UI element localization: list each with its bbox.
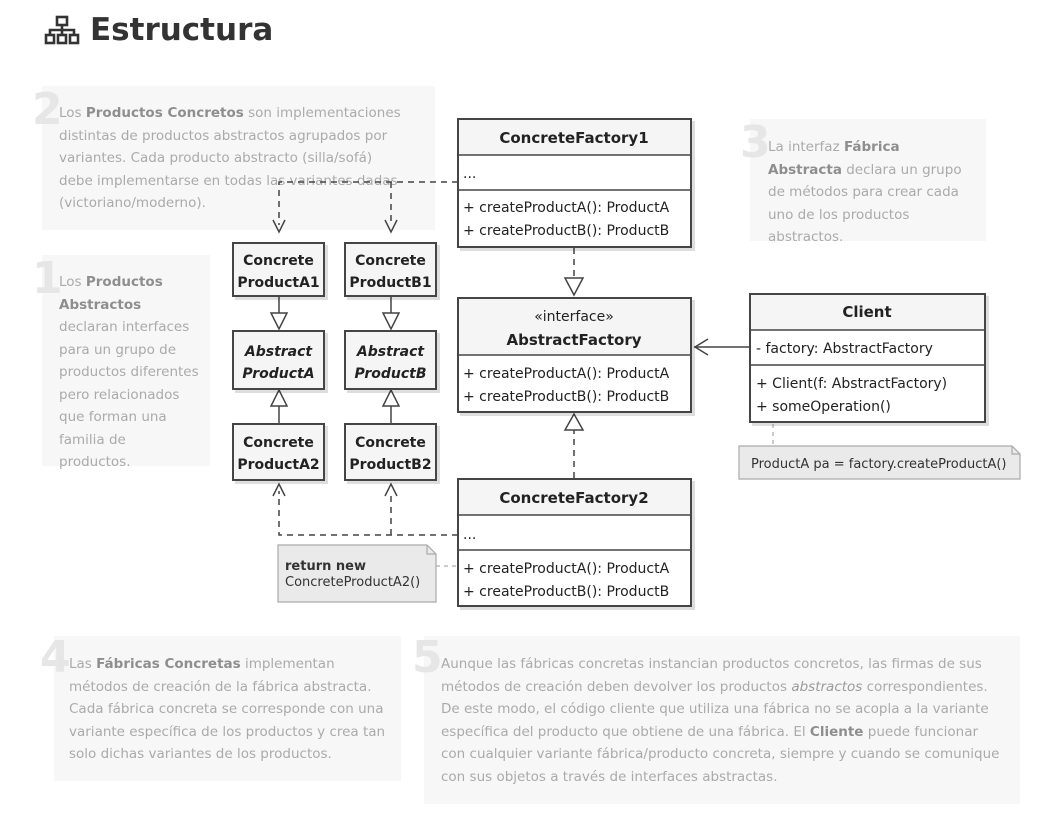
- class-name-line: ProductA2: [237, 457, 319, 473]
- class-name-line: ProductA1: [237, 275, 319, 291]
- class-field: ...: [463, 527, 476, 543]
- class-name-line: Concrete: [243, 253, 314, 269]
- dependency-arrowhead: [384, 219, 398, 234]
- class-name-line: Concrete: [243, 435, 314, 451]
- class-concrete-product-b2[interactable]: Concrete ProductB2: [344, 423, 437, 481]
- note-number: 2: [32, 84, 63, 135]
- dependency-line: [278, 491, 458, 536]
- inheritance-arrowhead: [269, 312, 289, 331]
- note-text-run: Los: [59, 105, 86, 121]
- note-text-run: La interfaz: [768, 139, 844, 155]
- dependency-arrowhead: [272, 219, 286, 234]
- class-method: + createProductA(): ProductA: [463, 561, 670, 577]
- note-text: Aunque las fábricas concretas instancian…: [441, 653, 1001, 788]
- realization-arrowhead: [563, 277, 585, 297]
- dependency-arrowhead: [384, 482, 398, 497]
- inheritance-arrowhead: [269, 388, 289, 407]
- page-title-text: Estructura: [90, 12, 274, 48]
- class-method: + someOperation(): [756, 399, 891, 415]
- note-number: 5: [412, 632, 443, 683]
- note-text-run: Fábrica Abstracta: [768, 139, 900, 178]
- class-concrete-product-b1[interactable]: Concrete ProductB1: [344, 242, 437, 297]
- note-text-run: Productos Abstractos: [59, 274, 163, 313]
- class-name: Client: [842, 303, 891, 321]
- class-abstract-product-a[interactable]: Abstract ProductA: [232, 330, 325, 390]
- note-number: 3: [740, 117, 771, 168]
- class-concrete-product-a1[interactable]: Concrete ProductA1: [232, 242, 325, 297]
- class-name-line: ProductA: [242, 366, 314, 382]
- note-text: Las Fábricas Concretas implementan métod…: [69, 653, 391, 766]
- class-field: ...: [463, 166, 476, 182]
- note-text-run: Las: [69, 656, 97, 672]
- class-name-line: ProductB: [354, 366, 426, 382]
- class-name: ConcreteFactory1: [499, 129, 648, 147]
- note-text-run: correspondientes. De este modo, el códig…: [441, 678, 989, 740]
- note-text-run: Fábricas Concretas: [96, 656, 241, 672]
- note-text-run: puede funcionar con cualquier variante f…: [441, 723, 1000, 785]
- class-name-line: Abstract: [356, 344, 426, 360]
- note-text-run: implementan métodos de creación de la fá…: [69, 656, 386, 762]
- note-text-run: Los: [59, 274, 86, 290]
- note-text-run: abstractos: [791, 678, 863, 695]
- class-method: + createProductB(): ProductB: [463, 389, 669, 405]
- class-name: ConcreteFactory2: [499, 489, 648, 507]
- dependency-line: [278, 181, 458, 225]
- class-name-line: ProductB2: [349, 457, 431, 473]
- class-field: - factory: AbstractFactory: [756, 341, 933, 357]
- code-note-client: ProductA pa = factory.createProductA(): [738, 445, 1021, 480]
- class-abstract-product-b[interactable]: Abstract ProductB: [344, 330, 437, 390]
- note-abstract-products: 1 Los Productos Abstractos declaran inte…: [32, 255, 210, 470]
- class-method: + Client(f: AbstractFactory): [756, 376, 947, 392]
- note-text: Los Productos Abstractos declaran interf…: [59, 271, 199, 474]
- class-abstract-factory[interactable]: «interface» AbstractFactory + createProd…: [457, 297, 692, 413]
- note-text: Los Productos Concretos son implementaci…: [59, 102, 409, 215]
- class-client[interactable]: Client - factory: AbstractFactory + Clie…: [749, 293, 986, 423]
- note-number: 1: [32, 253, 63, 304]
- code-note-factory2: return new ConcreteProductA2(): [277, 544, 437, 603]
- note-text-run: declaran interfaces para un grupo de pro…: [59, 319, 199, 470]
- note-text: La interfaz Fábrica Abstracta declara un…: [768, 136, 968, 249]
- note-concrete-factories: 4 Las Fábricas Concretas implementan mét…: [40, 636, 401, 781]
- class-method: + createProductA(): ProductA: [463, 366, 670, 382]
- sitemap-icon: [44, 15, 80, 45]
- note-text-run: son implementaciones distintas de produc…: [59, 105, 401, 211]
- inheritance-arrowhead: [381, 312, 401, 331]
- class-name-line: Abstract: [244, 344, 314, 360]
- realization-arrowhead: [563, 412, 585, 431]
- code-note-text: ProductA pa = factory.createProductA(): [751, 457, 1006, 472]
- note-text-run: Productos Concretos: [85, 105, 244, 121]
- class-stereotype: «interface»: [534, 309, 614, 325]
- association-arrowhead: [693, 338, 709, 356]
- class-name-line: Concrete: [355, 253, 426, 269]
- class-name-line: Concrete: [355, 435, 426, 451]
- class-method: + createProductB(): ProductB: [463, 584, 669, 600]
- class-method: + createProductB(): ProductB: [463, 223, 669, 239]
- note-number: 4: [40, 632, 71, 683]
- class-name-line: ProductB1: [349, 275, 431, 291]
- note-abstract-factory: 3 La interfaz Fábrica Abstracta declara …: [740, 119, 986, 245]
- note-text-run: declara un grupo de métodos para crear c…: [768, 161, 962, 246]
- code-note-line: ConcreteProductA2(): [285, 575, 420, 590]
- class-method: + createProductA(): ProductA: [463, 200, 670, 216]
- class-name: AbstractFactory: [506, 331, 641, 349]
- note-client: 5 Aunque las fábricas concretas instanci…: [412, 636, 1020, 804]
- class-concrete-product-a2[interactable]: Concrete ProductA2: [232, 423, 325, 481]
- class-concrete-factory-2[interactable]: ConcreteFactory2 ... + createProductA():…: [457, 478, 692, 607]
- inheritance-arrowhead: [381, 388, 401, 407]
- note-text-run: Cliente: [809, 723, 864, 740]
- note-concrete-products: 2 Los Productos Concretos son implementa…: [32, 86, 435, 230]
- class-concrete-factory-1[interactable]: ConcreteFactory1 ... + createProductA():…: [457, 118, 692, 248]
- page-title: Estructura: [44, 12, 273, 48]
- note-text-run: Aunque las fábricas concretas instancian…: [441, 656, 982, 695]
- code-note-line: return new: [285, 559, 366, 574]
- dependency-arrowhead: [272, 482, 286, 497]
